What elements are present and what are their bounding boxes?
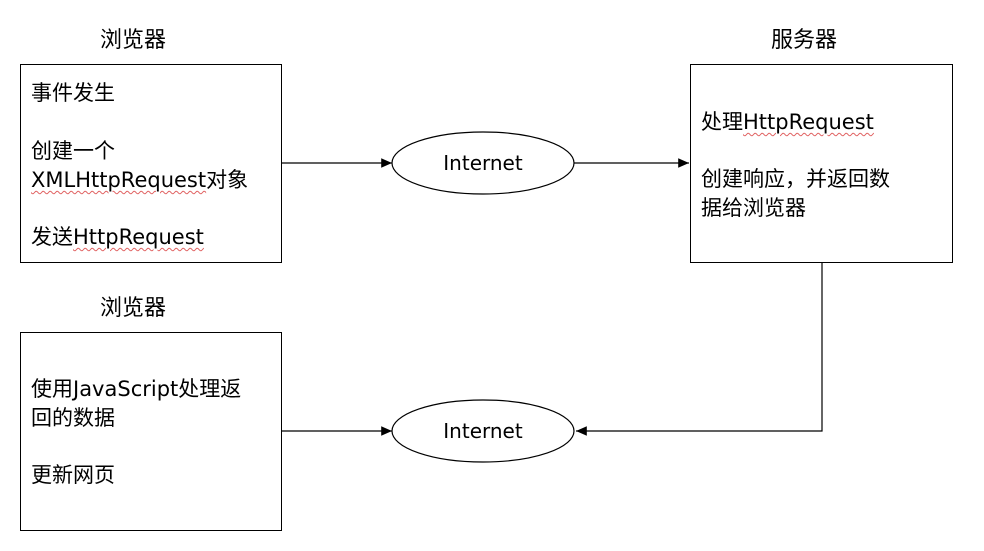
internet-label-top: Internet [443, 151, 523, 175]
process-text: 处理HttpRequest [701, 108, 874, 136]
browser-top-title: 浏览器 [100, 28, 167, 53]
update-text: 更新网页 [31, 463, 115, 487]
process-request-text: HttpRequest [743, 110, 874, 134]
arrow-server-to-internet [576, 263, 823, 436]
event-text: 事件发生 [31, 81, 115, 105]
send-request-text: HttpRequest [73, 225, 204, 249]
send-prefix-text: 发送 [31, 225, 73, 249]
browser-bottom-title: 浏览器 [100, 296, 167, 321]
send-text: 发送HttpRequest [31, 223, 204, 251]
server-box: 处理HttpRequest 创建响应，并返回数 据给浏览器 [690, 64, 953, 263]
browser-bottom-box: 使用JavaScript处理返 回的数据 更新网页 [20, 332, 282, 531]
internet-label-bottom: Internet [443, 419, 523, 443]
respond-text-line1: 创建响应，并返回数 [701, 167, 890, 191]
create-text-line1: 创建一个 [31, 139, 115, 163]
handle-text-line1: 使用JavaScript处理返 [31, 377, 242, 401]
object-text: 对象 [206, 168, 249, 192]
xmlhttprequest-text: XMLHttpRequest [31, 168, 207, 192]
internet-ellipse-top [391, 131, 575, 195]
respond-text-line2: 据给浏览器 [701, 196, 806, 220]
server-title: 服务器 [771, 28, 838, 53]
browser-top-box: 事件发生 创建一个 XMLHttpRequest对象 发送HttpRequest [20, 64, 282, 263]
internet-ellipse-bottom [391, 399, 575, 463]
process-prefix-text: 处理 [701, 110, 743, 134]
create-text-line2: XMLHttpRequest对象 [31, 166, 248, 194]
handle-text-line2: 回的数据 [31, 406, 115, 430]
